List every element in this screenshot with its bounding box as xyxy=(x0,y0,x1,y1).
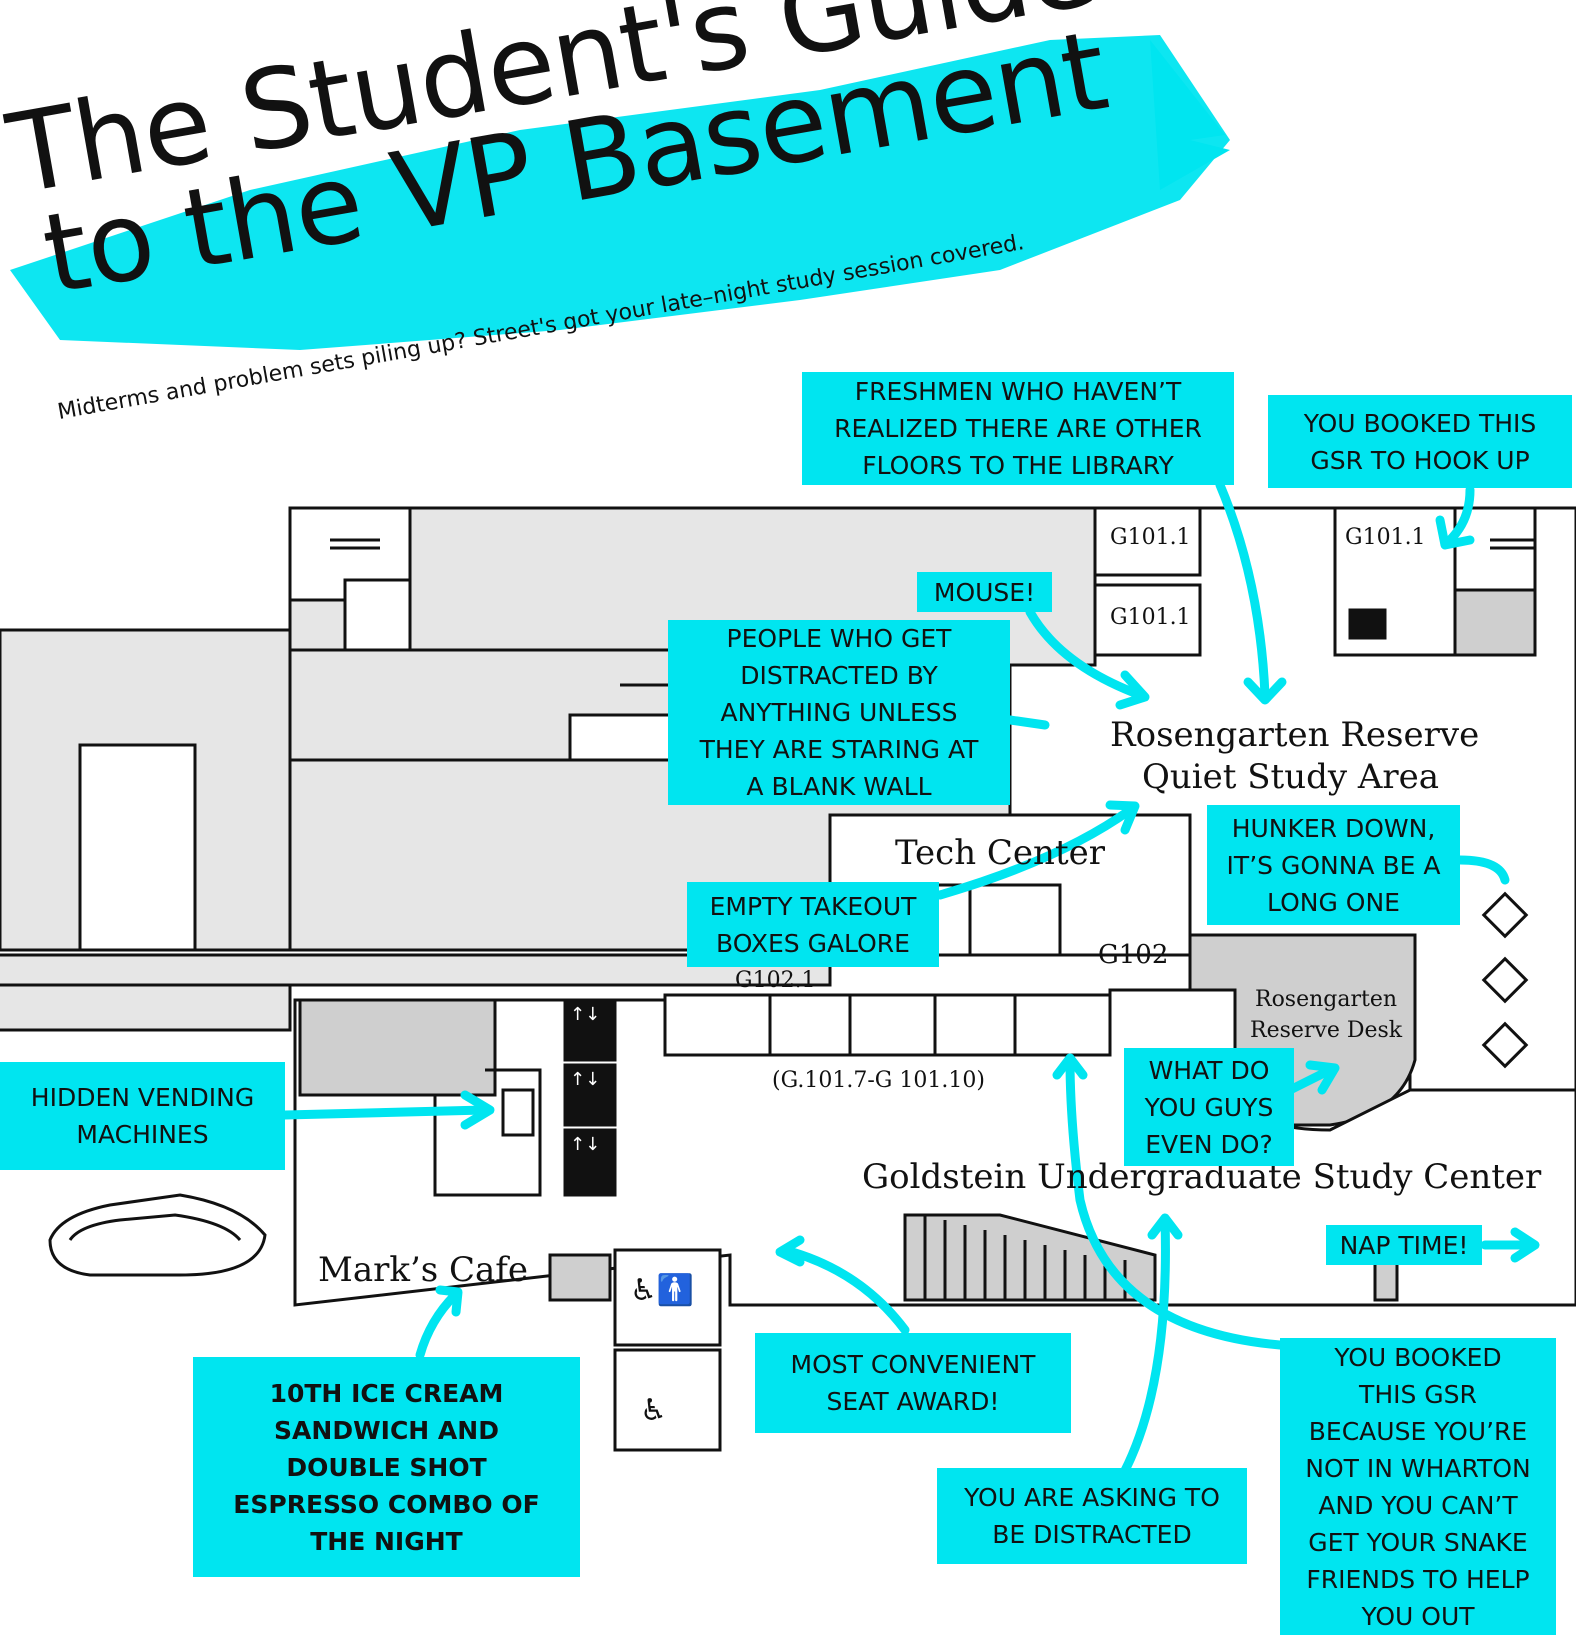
west-room xyxy=(78,743,197,952)
svg-text:↑↓: ↑↓ xyxy=(570,1069,600,1090)
svg-text:↑↓: ↑↓ xyxy=(570,1134,600,1155)
gsr-1 xyxy=(1093,506,1202,577)
arrow-mouse xyxy=(1025,607,1145,700)
arrow-not-wharton xyxy=(1065,1055,1285,1350)
arrow-vending xyxy=(280,1105,490,1120)
arrow-booked xyxy=(1445,485,1475,545)
svg-text:♿: ♿ xyxy=(640,1393,667,1428)
elevator-1 xyxy=(563,998,617,1062)
stools xyxy=(1481,891,1529,1069)
g101-range-label: (G.101.7-G 101.10) xyxy=(772,1068,985,1093)
room-g101-1a: G101.1 xyxy=(1110,525,1191,550)
rosengarten-label: Rosengarten Reserve xyxy=(1110,715,1480,755)
marks-cafe-label: Mark’s Cafe xyxy=(318,1250,528,1290)
elevator-2 xyxy=(563,1063,617,1127)
g102-label: G102 xyxy=(1098,940,1169,970)
arrow-freshmen xyxy=(1215,480,1270,700)
reserve-desk-label-1: Rosengarten xyxy=(1255,987,1398,1012)
arrow-ice-cream xyxy=(415,1290,460,1360)
reserve-desk-label-2: Reserve Desk xyxy=(1250,1018,1403,1043)
svg-text:↑↓: ↑↓ xyxy=(570,1004,600,1025)
cafe-counter xyxy=(548,1253,612,1302)
study-rooms xyxy=(663,993,1112,1057)
bleachers xyxy=(903,1213,1157,1302)
restroom-2 xyxy=(613,1348,722,1452)
gsr-2 xyxy=(1093,583,1202,657)
quiet-study-label: Quiet Study Area xyxy=(1142,757,1440,797)
corridor xyxy=(0,953,832,987)
elevator-3 xyxy=(563,1128,617,1197)
note-mouse: MOUSE! xyxy=(917,572,1052,612)
arrow-convenient xyxy=(780,1245,910,1335)
note-nap-time: NAP TIME! xyxy=(1326,1225,1482,1265)
svg-text:♿🚹: ♿🚹 xyxy=(630,1272,694,1308)
sofa xyxy=(48,1193,267,1277)
g102-1-label: G102.1 xyxy=(735,968,816,993)
room-g101-1c: G101.1 xyxy=(1345,525,1426,550)
arrow-hunker xyxy=(1455,855,1510,885)
room-g101-1b: G101.1 xyxy=(1110,605,1191,630)
arrow-takeout xyxy=(935,805,1135,900)
arrow-asking xyxy=(1115,1215,1170,1485)
tech-center-label: Tech Center xyxy=(895,833,1105,873)
vending-area xyxy=(298,998,497,1097)
restroom-1 xyxy=(613,1248,722,1347)
arrow-distracted xyxy=(1005,715,1050,730)
